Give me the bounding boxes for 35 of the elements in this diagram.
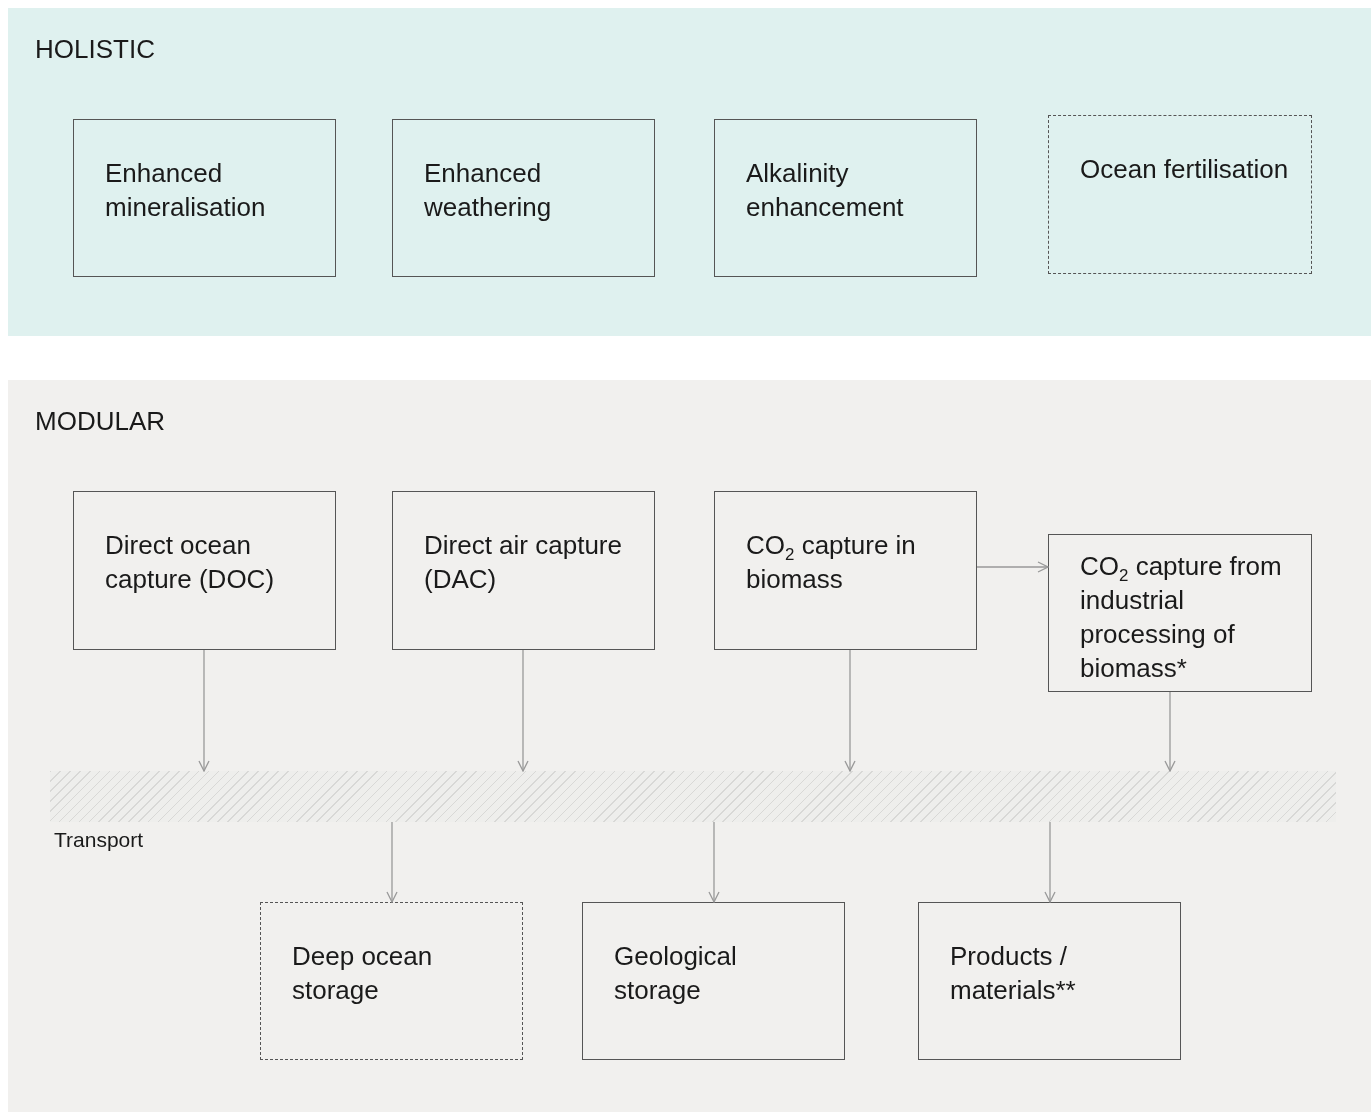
arrow — [1164, 691, 1176, 772]
process-box — [392, 491, 655, 650]
process-box — [714, 491, 977, 650]
box-label: Products / materials** — [950, 940, 1077, 1007]
box-label: CO$_{2}$ capture in biomass — [746, 529, 917, 596]
process-box — [1048, 534, 1312, 692]
box-label: Direct ocean capture (DOC) — [105, 529, 276, 596]
box-label: Alkalinity enhancement — [746, 157, 905, 224]
group-panel — [8, 380, 1371, 1112]
process-box — [714, 119, 977, 277]
process-box — [582, 902, 845, 1060]
box-label: Direct air capture (DAC) — [424, 529, 623, 596]
box-label: Geological storage — [614, 940, 738, 1007]
arrow — [386, 821, 398, 903]
process-box — [918, 902, 1181, 1060]
group-heading: MODULAR — [35, 406, 165, 437]
arrow — [517, 649, 529, 772]
box-label: Enhanced weathering — [424, 157, 553, 224]
process-box — [73, 491, 336, 650]
group-panel — [8, 8, 1371, 336]
bar-label: Transport — [54, 828, 144, 852]
box-label: Ocean fertilisation — [1080, 153, 1290, 186]
process-box — [392, 119, 655, 277]
box-label: CO$_{2}$ capture from industrial processing of biomass* — [1080, 550, 1283, 685]
process-box — [73, 119, 336, 277]
arrow — [198, 649, 210, 772]
group-heading: HOLISTIC — [35, 34, 155, 65]
arrow — [976, 561, 1049, 573]
arrow — [1044, 821, 1056, 903]
arrow — [844, 649, 856, 772]
box-label: Enhanced mineralisation — [105, 157, 267, 224]
arrow — [708, 821, 720, 903]
box-label: Deep ocean storage — [292, 940, 434, 1007]
dashed-process-box — [1048, 115, 1312, 274]
dashed-process-box — [260, 902, 523, 1060]
